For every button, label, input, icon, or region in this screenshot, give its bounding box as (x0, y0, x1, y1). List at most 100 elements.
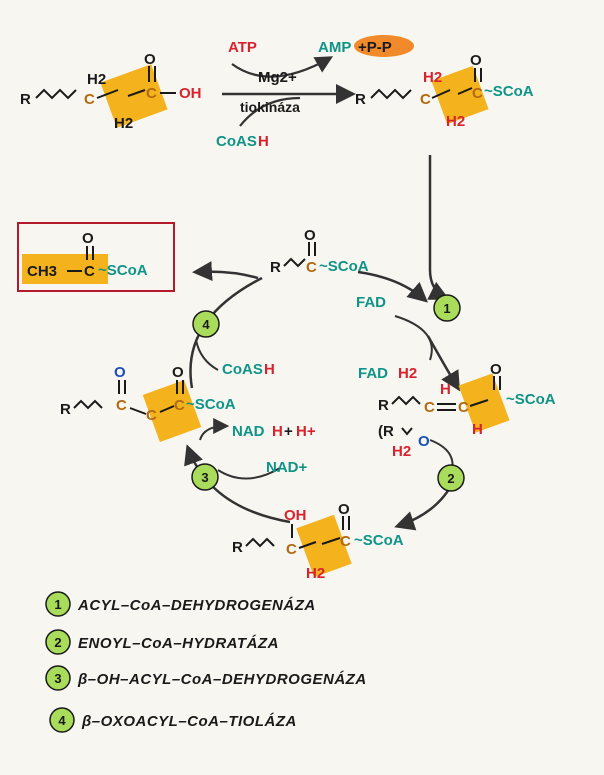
hydroxy-o: O (338, 501, 350, 518)
product-bond-2 (457, 87, 473, 95)
coash-in-h-label: H (264, 361, 275, 378)
legend-circle-2 (45, 629, 71, 655)
substrate-chain (35, 88, 77, 100)
nadh-nad-label: NAD (232, 423, 265, 440)
enoyl-r-paren-v (401, 427, 413, 436)
enoyl-h-bottom: H (472, 421, 483, 438)
legend-label-3: β–OH–ACYL–CoA–DEHYDROGENÁZA (77, 671, 367, 688)
coash-in-curve (195, 339, 219, 371)
step4-cofactors: CoAS H (222, 361, 275, 378)
legend-number-1: 1 (54, 597, 61, 612)
oxo-bond-2 (159, 405, 175, 413)
atp-label: ATP (228, 39, 257, 56)
step-circle-4-shape (192, 310, 220, 338)
hydroxy-c2: C (340, 533, 351, 550)
nad-label: NAD+ (266, 459, 307, 476)
fad-label: FAD (356, 294, 386, 311)
enoyl-r: R (378, 397, 389, 414)
product-r: R (355, 91, 366, 108)
oxo-highlight (142, 379, 202, 443)
hydroxy-bond-1 (298, 541, 317, 549)
substrate-o: O (144, 51, 156, 68)
nadh-curve (199, 418, 230, 441)
enoyl-c2: C (458, 399, 469, 416)
legend-label-4: β–OXOACYL–CoA–TIOLÁZA (81, 713, 297, 730)
substrate-highlight (100, 64, 168, 128)
mg-label: Mg2+ (258, 69, 297, 86)
legend: 1 ACYL–CoA–DEHYDROGENÁZA 2 ENOYL–CoA–HYD… (45, 591, 367, 733)
acetyl-scoa: ~SCoA (98, 262, 148, 279)
hydroxy-h2: H2 (306, 565, 325, 582)
legend-item-2: 2 ENOYL–CoA–HYDRATÁZA (45, 629, 278, 655)
acetyl-box-border (17, 222, 175, 292)
step-circle-3: 3 (191, 463, 219, 491)
enoyl-highlight (458, 373, 510, 433)
feed-arrow (427, 155, 450, 300)
oxo-o2: O (172, 364, 184, 381)
oxo-o1: O (114, 364, 126, 381)
substrate-bond-1 (96, 89, 119, 99)
step3-cofactors: NAD+ NAD H + H+ (232, 423, 316, 476)
fadh2-h2-label: H2 (398, 365, 417, 382)
product-carbonyl-c: C (472, 85, 483, 102)
enoyl-bond-c3 (469, 399, 489, 407)
legend-item-3: 3 β–OH–ACYL–CoA–DEHYDROGENÁZA (45, 665, 367, 691)
oxo-chain (73, 399, 103, 410)
step-circle-3-shape (191, 463, 219, 491)
legend-circle-1 (45, 591, 71, 617)
oxo-c1: C (116, 397, 127, 414)
legend-label-1: ACYL–CoA–DEHYDROGENÁZA (77, 597, 316, 614)
product-o: O (470, 52, 482, 69)
top-acyl-scoa: ~SCoA (319, 258, 369, 275)
activation-reaction: ATP AMP +P-P Mg2+ tiokináza CoAS H (216, 35, 414, 150)
substrate-h2-top: H2 (87, 71, 106, 88)
enoyl-o: O (490, 361, 502, 378)
product-h2-top: H2 (423, 69, 442, 86)
substrate-oh: OH (179, 85, 202, 102)
enoyl-c1: C (424, 399, 435, 416)
legend-number-3: 3 (54, 671, 61, 686)
water-o: O (418, 433, 430, 450)
ppi-label: +P-P (358, 39, 392, 56)
activation-product: R C H2 H2 C O ~SCoA (355, 52, 534, 130)
oxo-bond-1 (129, 407, 147, 415)
legend-item-1: 1 ACYL–CoA–DEHYDROGENÁZA (45, 591, 316, 617)
legend-circle-4 (49, 707, 75, 733)
substrate-r: R (20, 91, 31, 108)
activation-substrate: R C H2 H2 C O OH (20, 51, 202, 132)
atp-amp-curve (231, 56, 334, 78)
substrate-carbonyl-c: C (146, 85, 157, 102)
legend-circle-3 (45, 665, 71, 691)
step-circle-2-shape (437, 464, 465, 492)
enoyl-coa: R C H C H O ~SCoA (R H2 O (378, 361, 556, 460)
hydroxy-c: C (286, 541, 297, 558)
enoyl-h-top: H (440, 381, 451, 398)
substrate-c: C (84, 91, 95, 108)
product-h2-bottom: H2 (446, 113, 465, 130)
step1-cofactors: FAD FAD H2 (356, 294, 417, 382)
ppi-highlight (354, 35, 414, 57)
nad-curve (217, 467, 281, 480)
top-acyl-r: R (270, 259, 281, 276)
legend-item-4: 4 β–OXOACYL–CoA–TIOLÁZA (49, 707, 297, 733)
product-c: C (420, 91, 431, 108)
enoyl-chain (391, 395, 421, 406)
hydroxy-r: R (232, 539, 243, 556)
oxo-scoa: ~SCoA (186, 396, 236, 413)
amp-label: AMP (318, 39, 351, 56)
acetyl-release-arrow (192, 261, 259, 282)
top-to-fad-arrow (357, 270, 429, 303)
oxo-c3: C (174, 397, 185, 414)
product-scoa: ~SCoA (484, 83, 534, 100)
top-acyl-coa: R C O ~SCoA (270, 227, 369, 276)
enoyl-r-paren: (R (378, 423, 394, 440)
hydroxy-highlight (296, 514, 352, 578)
coash-h-label: H (258, 133, 269, 150)
legend-number-4: 4 (58, 713, 66, 728)
substrate-h2-bottom: H2 (114, 115, 133, 132)
legend-number-2: 2 (54, 635, 61, 650)
top-acyl-o: O (304, 227, 316, 244)
step-circle-1: 1 (433, 294, 461, 322)
enoyl-scoa: ~SCoA (506, 391, 556, 408)
